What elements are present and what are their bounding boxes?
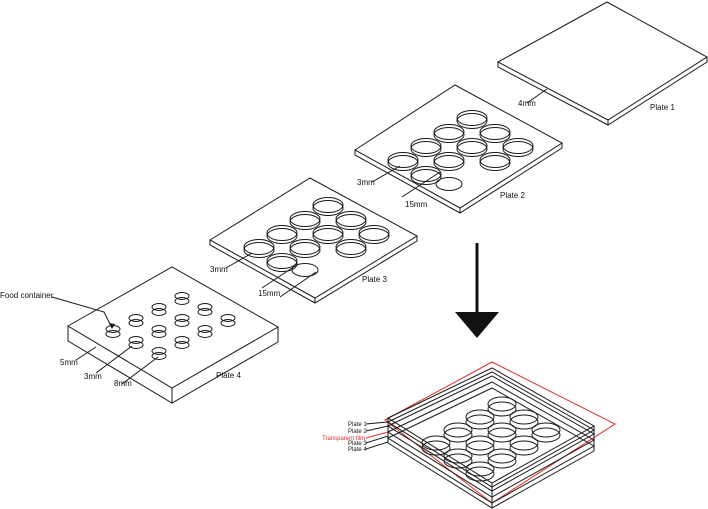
- plate-4-holes: [105, 292, 236, 360]
- plate-1-dim-4mm: 4mm: [518, 99, 536, 108]
- plate-3-holes: [243, 197, 390, 277]
- plate-4: Food container 5mm 3mm 8mm Plate 4: [0, 266, 280, 404]
- food-container-arrow-icon: [109, 323, 115, 329]
- plate-2-thickness-leader: [371, 165, 401, 183]
- assembled-stack: Plate 1 Plate 2 Transparent film Plate 3…: [322, 361, 617, 509]
- plate-4-dim-3mm: 3mm: [84, 372, 102, 381]
- plate-4-thickness-leader: [75, 346, 97, 361]
- plate-2: 3mm 15mm Plate 2: [354, 84, 563, 214]
- plate-4-label: Plate 4: [216, 371, 241, 380]
- assembly-label-plate-2: Plate 2: [348, 429, 367, 435]
- plate-3-dim-3mm: 3mm: [210, 265, 228, 274]
- plate-3: 3mm 15mm Plate 3: [209, 177, 419, 304]
- plate-1-label: Plate 1: [650, 103, 675, 112]
- plate-2-dim-15mm: 15mm: [405, 200, 428, 209]
- assembly-label-plate-1: Plate 1: [348, 422, 367, 428]
- plate-2-dim-3mm: 3mm: [357, 178, 375, 187]
- food-container-leader: [51, 296, 113, 329]
- plate-3-thickness-leader: [225, 252, 253, 269]
- plate-3-hole-leader: [261, 263, 299, 289]
- assembled-holes: [421, 396, 561, 482]
- plate-4-dim-8mm: 8mm: [114, 379, 132, 388]
- assembly-label-film: Transparent film: [322, 436, 365, 442]
- food-container-callout: Food container: [0, 291, 54, 300]
- plate-4-dim-5mm: 5mm: [60, 358, 78, 367]
- plate-2-hole-leader: [401, 171, 441, 198]
- plate-4-hole-leader: [121, 356, 159, 385]
- plate-3-dim-15mm: 15mm: [258, 289, 281, 298]
- assembly-arrow-icon: [455, 243, 499, 338]
- transparent-film: [384, 361, 617, 504]
- plate-1-dim-leader: [526, 88, 548, 104]
- plate-1: 4mm Plate 1: [496, 1, 708, 126]
- plate-4-depth-leader: [95, 345, 133, 374]
- plate-3-label: Plate 3: [362, 275, 387, 284]
- assembly-label-plate-4: Plate 4: [348, 447, 367, 453]
- plate-2-holes: [387, 110, 534, 191]
- assembly-label-plate-3: Plate 3: [348, 441, 367, 447]
- plate-2-label: Plate 2: [500, 191, 525, 200]
